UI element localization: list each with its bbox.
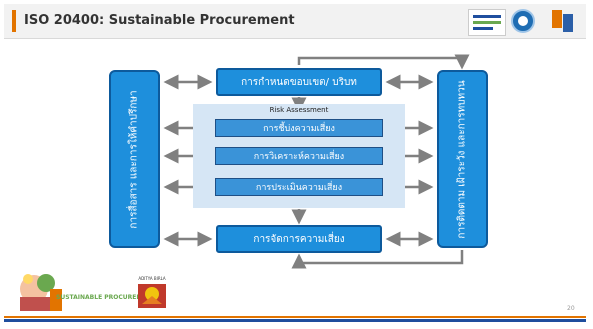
risk-analysis-box: การวิเคราะห์ความเสี่ยง: [215, 147, 383, 165]
risk-evaluation-label: การประเมินความเสี่ยง: [255, 183, 343, 193]
risk-evaluation-box: การประเมินความเสี่ยง: [215, 178, 383, 196]
monitoring-box: การติดตาม เฝ้าระวัง และการทบทวน: [437, 70, 488, 248]
accent-bar: [12, 10, 16, 32]
sustainable-procurement-logo: [14, 263, 124, 315]
context-box-label: การกำหนดขอบเขต/ บริบท: [241, 76, 357, 88]
risk-analysis-label: การวิเคราะห์ความเสี่ยง: [253, 152, 345, 162]
context-box: การกำหนดขอบเขต/ บริบท: [216, 68, 382, 96]
risk-assessment-title: Risk Assessment: [269, 106, 329, 114]
footer-blue-line: [4, 319, 586, 322]
communication-box: การสื่อสาร และการให้คำปรึกษา: [109, 70, 160, 248]
risk-treatment-box: การจัดการความเสี่ยง: [216, 225, 382, 253]
risk-treatment-label: การจัดการความเสี่ยง: [253, 233, 345, 245]
risk-identification-box: การชี้บ่งความเสี่ยง: [215, 119, 383, 137]
footer-accent-line: [4, 316, 586, 318]
risk-identification-label: การชี้บ่งความเสี่ยง: [263, 124, 335, 134]
slide-title: ISO 20400: Sustainable Procurement: [24, 13, 295, 28]
sustainable-procurement-text: SUSTAINABLE PROCUREMENT: [56, 294, 156, 301]
aditya-birla-text: ADITYA BIRLA: [138, 276, 166, 281]
aditya-birla-logo: ADITYA BIRLA: [132, 276, 172, 312]
feedback-loop: [291, 250, 464, 269]
monitoring-label: การติดตาม เฝ้าระวัง และการทบทวน: [457, 79, 469, 239]
partner-logo-2: [511, 9, 535, 33]
partner-logo-1: [468, 9, 506, 36]
page-number: 20: [567, 305, 575, 312]
partner-logo-3: [552, 10, 574, 32]
risk-assessment-panel: Risk Assessment การชี้บ่งความเสี่ยง การว…: [193, 104, 405, 208]
feedback-loop-top: [297, 54, 470, 70]
communication-label: การสื่อสาร และการให้คำปรึกษา: [129, 89, 141, 229]
